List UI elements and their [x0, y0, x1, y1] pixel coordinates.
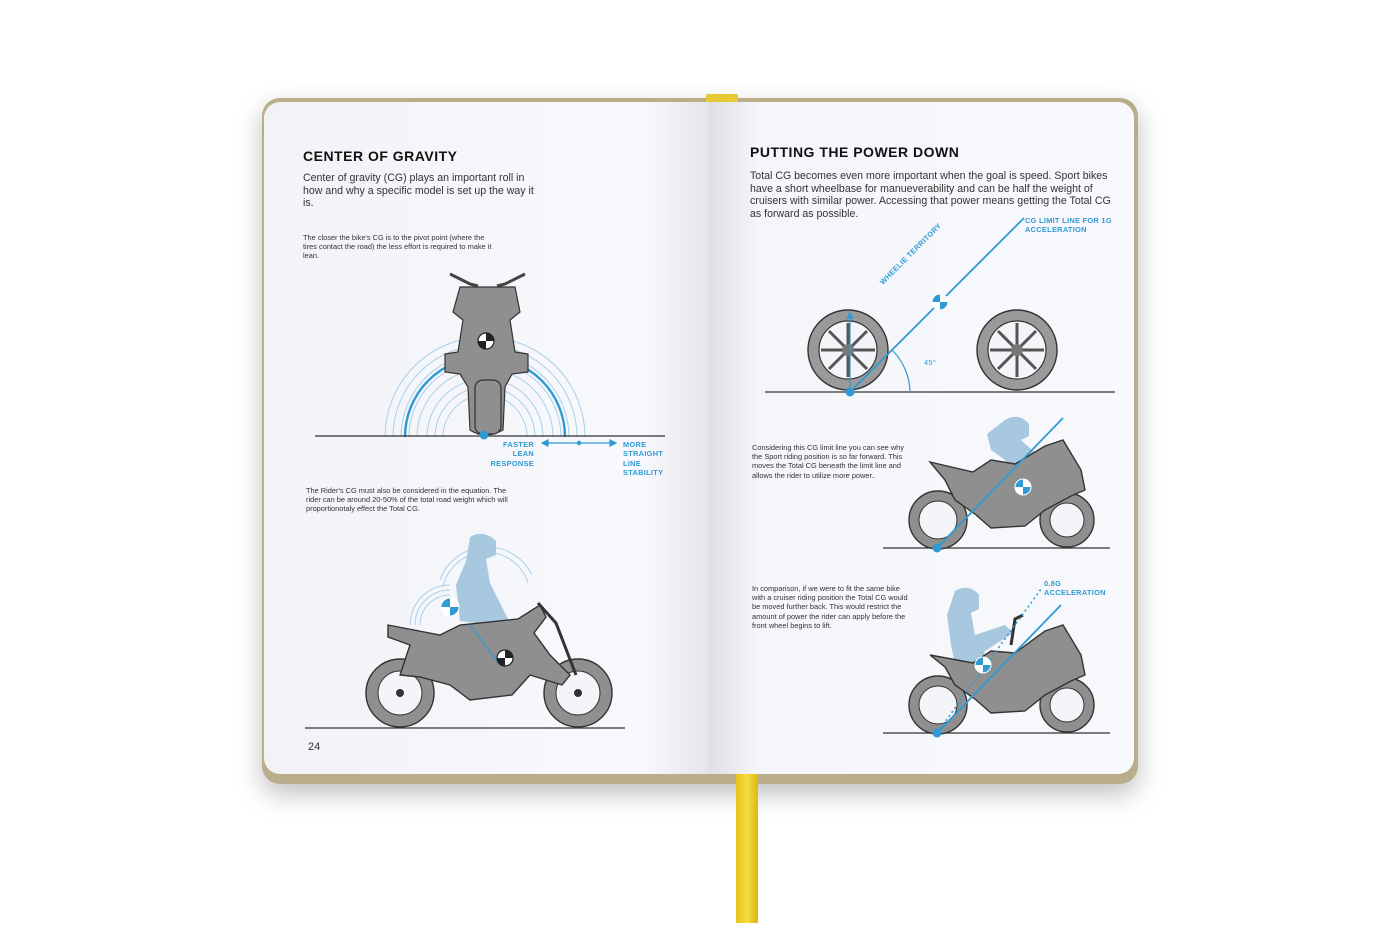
- header-band: [706, 94, 738, 104]
- wheel-icon: [807, 309, 889, 391]
- cruiser-position-diagram: [883, 587, 1110, 738]
- faster-lean-label: FASTER LEAN RESPONSE: [490, 440, 534, 468]
- cruiser-note: In comparison, if we were to fit the sam…: [752, 584, 908, 630]
- right-page-intro: Total CG becomes even more important whe…: [750, 170, 1111, 220]
- left-page-title: CENTER OF GRAVITY: [303, 148, 458, 164]
- angle-label: 45°: [924, 358, 937, 367]
- front-view-diagram: [315, 272, 665, 447]
- stability-label: MORE STRAIGHT LINE STABILITY: [623, 440, 664, 478]
- limit-line-diagram: [765, 217, 1115, 397]
- sport-note: Considering this CG limit line you can s…: [752, 443, 904, 480]
- accel-label: 0.8G ACCELERATION: [1044, 579, 1106, 598]
- wheel-icon: [976, 309, 1058, 391]
- rider-note: The Rider's CG must also be considered i…: [306, 486, 508, 514]
- left-page-intro: Center of gravity (CG) plays an importan…: [303, 172, 534, 209]
- cg-marker-icon: [477, 332, 495, 350]
- motorcycle-side-icon: [365, 601, 613, 728]
- right-page-title: PUTTING THE POWER DOWN: [750, 144, 960, 160]
- side-view-diagram: [305, 533, 625, 729]
- bookmark-ribbon[interactable]: [736, 768, 758, 923]
- limit-line-label: CG LIMIT LINE FOR 1G ACCELERATION: [1025, 216, 1112, 235]
- page-number: 24: [308, 741, 321, 753]
- motorcycle-front-icon: [444, 272, 529, 436]
- pivot-note: The closer the bike's CG is to the pivot…: [303, 233, 492, 261]
- sport-bike-diagram: [883, 416, 1110, 553]
